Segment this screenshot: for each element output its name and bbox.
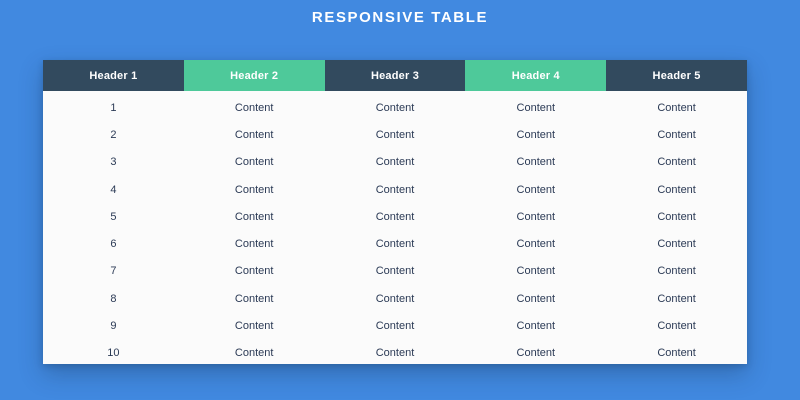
table-cell: Content [183,312,325,340]
table-cell: Content [465,121,607,149]
row-number-cell: 1 [43,91,184,122]
table-cell: Content [324,203,466,231]
table-cell: Content [324,175,466,204]
table-cell: Content [465,203,607,231]
table-cell: Content [183,257,325,286]
table-cell: Content [324,148,466,176]
table-cell: Content [324,91,466,122]
table-cell: Content [324,230,466,258]
table-cell: Content [183,339,325,364]
row-number-cell: 7 [43,257,184,286]
table-cell: Content [465,285,607,313]
table-cell: Content [183,285,325,313]
table-cell: Content [465,230,607,258]
table-header-cell-1[interactable]: Header 1 [43,60,184,91]
table-cell: Content [465,257,607,286]
table-cell: Content [183,148,325,176]
table-cell: Content [183,230,325,258]
row-number-cell: 6 [43,230,184,258]
table-cell: Content [606,203,747,231]
table-header-cell-4[interactable]: Header 4 [465,60,607,91]
table-cell: Content [465,312,607,340]
row-number-cell: 2 [43,121,184,149]
row-number-cell: 3 [43,148,184,176]
table-cell: Content [183,91,325,122]
table-cell: Content [324,312,466,340]
table-cell: Content [606,148,747,176]
table-cell: Content [465,175,607,204]
table-cell: Content [606,257,747,286]
table-header-cell-5[interactable]: Header 5 [606,60,747,91]
row-number-cell: 4 [43,175,184,204]
table-cell: Content [324,339,466,364]
table-cell: Content [606,91,747,122]
table-header-cell-2[interactable]: Header 2 [183,60,325,91]
table-cell: Content [465,91,607,122]
table-cell: Content [183,175,325,204]
table-cell: Content [606,230,747,258]
row-number-cell: 8 [43,285,184,313]
table-cell: Content [606,339,747,364]
table-cell: Content [606,175,747,204]
table-cell: Content [606,285,747,313]
page-title: RESPONSIVE TABLE [311,9,489,26]
table-cell: Content [324,257,466,286]
table-cell: Content [183,203,325,231]
row-number-cell: 5 [43,203,184,231]
table-cell: Content [183,121,325,149]
table-cell: Content [606,121,747,149]
table-header-cell-3[interactable]: Header 3 [324,60,466,91]
table-cell: Content [465,148,607,176]
row-number-cell: 9 [43,312,184,340]
table-cell: Content [465,339,607,364]
row-number-cell: 10 [43,339,184,364]
table-cell: Content [324,285,466,313]
table-cell: Content [324,121,466,149]
table-cell: Content [606,312,747,340]
